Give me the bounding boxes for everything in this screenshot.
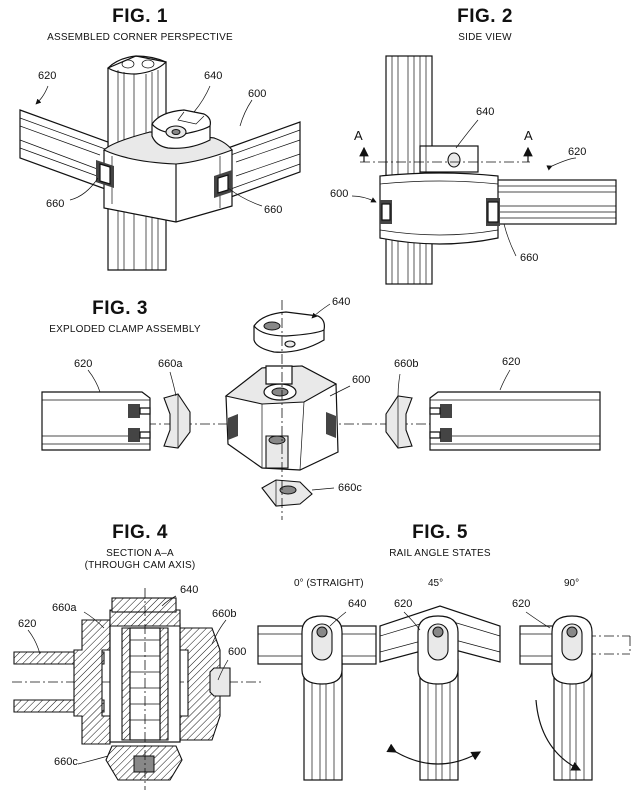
fig4-ref-insert-a: 660a xyxy=(52,602,77,614)
fig1-ref-insert-right: 660 xyxy=(264,204,283,216)
fig2-section-label-left: A xyxy=(354,128,363,143)
fig4-clamp-body xyxy=(73,597,231,745)
fig3-ref-rail-right: 620 xyxy=(502,356,521,368)
fig3-ref-insert-b: 660b xyxy=(394,358,419,370)
fig4-ref-insert-b: 660b xyxy=(212,608,237,620)
fig3-insert-a xyxy=(163,393,191,449)
fig5-ref-rail-mid: 620 xyxy=(394,598,413,610)
fig2-drawing xyxy=(351,55,617,285)
fig3-ref-insert-c: 660c xyxy=(338,482,362,494)
fig5-state-label-90: 90° xyxy=(564,578,580,589)
fig2-section-label-right: A xyxy=(524,128,533,143)
fig5-drawing xyxy=(257,605,631,781)
fig5-state-label-45: 45° xyxy=(428,578,444,589)
fig3-right-rail xyxy=(429,391,601,451)
fig4-ref-body: 600 xyxy=(228,646,247,658)
fig5-ref-cam: 640 xyxy=(348,598,367,610)
fig2-clamp-body xyxy=(379,145,500,245)
fig5-state-label-straight: 0° (STRAIGHT) xyxy=(294,578,364,589)
fig5-state-45 xyxy=(379,605,501,781)
fig2-ref-cam: 640 xyxy=(476,106,495,118)
fig3-insert-c xyxy=(261,479,313,507)
fig3-cam xyxy=(253,311,325,353)
fig1-ref-body: 600 xyxy=(248,88,267,100)
fig3-ref-rail-left: 620 xyxy=(74,358,93,370)
fig2-title: FIG. 2 xyxy=(457,6,513,27)
fig1-subtitle: ASSEMBLED CORNER PERSPECTIVE xyxy=(47,32,233,43)
fig4-ref-rail: 620 xyxy=(18,618,37,630)
fig3-left-rail xyxy=(41,391,151,451)
fig4-subtitle-line2: (THROUGH CAM AXIS) xyxy=(84,560,196,571)
fig3-ref-body: 600 xyxy=(352,374,371,386)
fig1-ref-cam: 640 xyxy=(204,70,223,82)
fig1-title: FIG. 1 xyxy=(112,6,168,27)
fig2-subtitle: SIDE VIEW xyxy=(458,32,512,43)
fig1-ref-insert-left: 660 xyxy=(46,198,65,210)
fig1-right-rail xyxy=(227,121,301,199)
fig4-title: FIG. 4 xyxy=(112,522,168,543)
fig5-title: FIG. 5 xyxy=(412,522,468,543)
fig2-ref-body: 600 xyxy=(330,188,349,200)
fig4-ref-cam: 640 xyxy=(180,584,199,596)
fig3-subtitle: EXPLODED CLAMP ASSEMBLY xyxy=(49,324,201,335)
fig2-horizontal-rail xyxy=(489,179,617,225)
fig2-ref-insert: 660 xyxy=(520,252,539,264)
fig5-state-straight xyxy=(257,615,377,781)
fig3-title: FIG. 3 xyxy=(92,298,148,319)
fig3-insert-b xyxy=(385,395,413,449)
fig4-insert-c xyxy=(105,745,183,781)
fig3-ref-insert-a: 660a xyxy=(158,358,183,370)
fig4-subtitle-line1: SECTION A–A xyxy=(106,548,174,559)
fig1-ref-rail: 620 xyxy=(38,70,57,82)
fig5-state-90 xyxy=(519,615,631,781)
fig1-cam xyxy=(151,109,211,149)
fig1-left-rail xyxy=(19,109,109,191)
fig3-drawing xyxy=(41,300,601,520)
fig5-ref-rail-right: 620 xyxy=(512,598,531,610)
fig4-drawing xyxy=(12,588,262,790)
fig4-ref-insert-c: 660c xyxy=(54,756,78,768)
fig2-ref-rail: 620 xyxy=(568,146,587,158)
fig1-drawing xyxy=(19,55,301,271)
fig3-ref-cam: 640 xyxy=(332,296,351,308)
fig5-subtitle: RAIL ANGLE STATES xyxy=(389,548,491,559)
